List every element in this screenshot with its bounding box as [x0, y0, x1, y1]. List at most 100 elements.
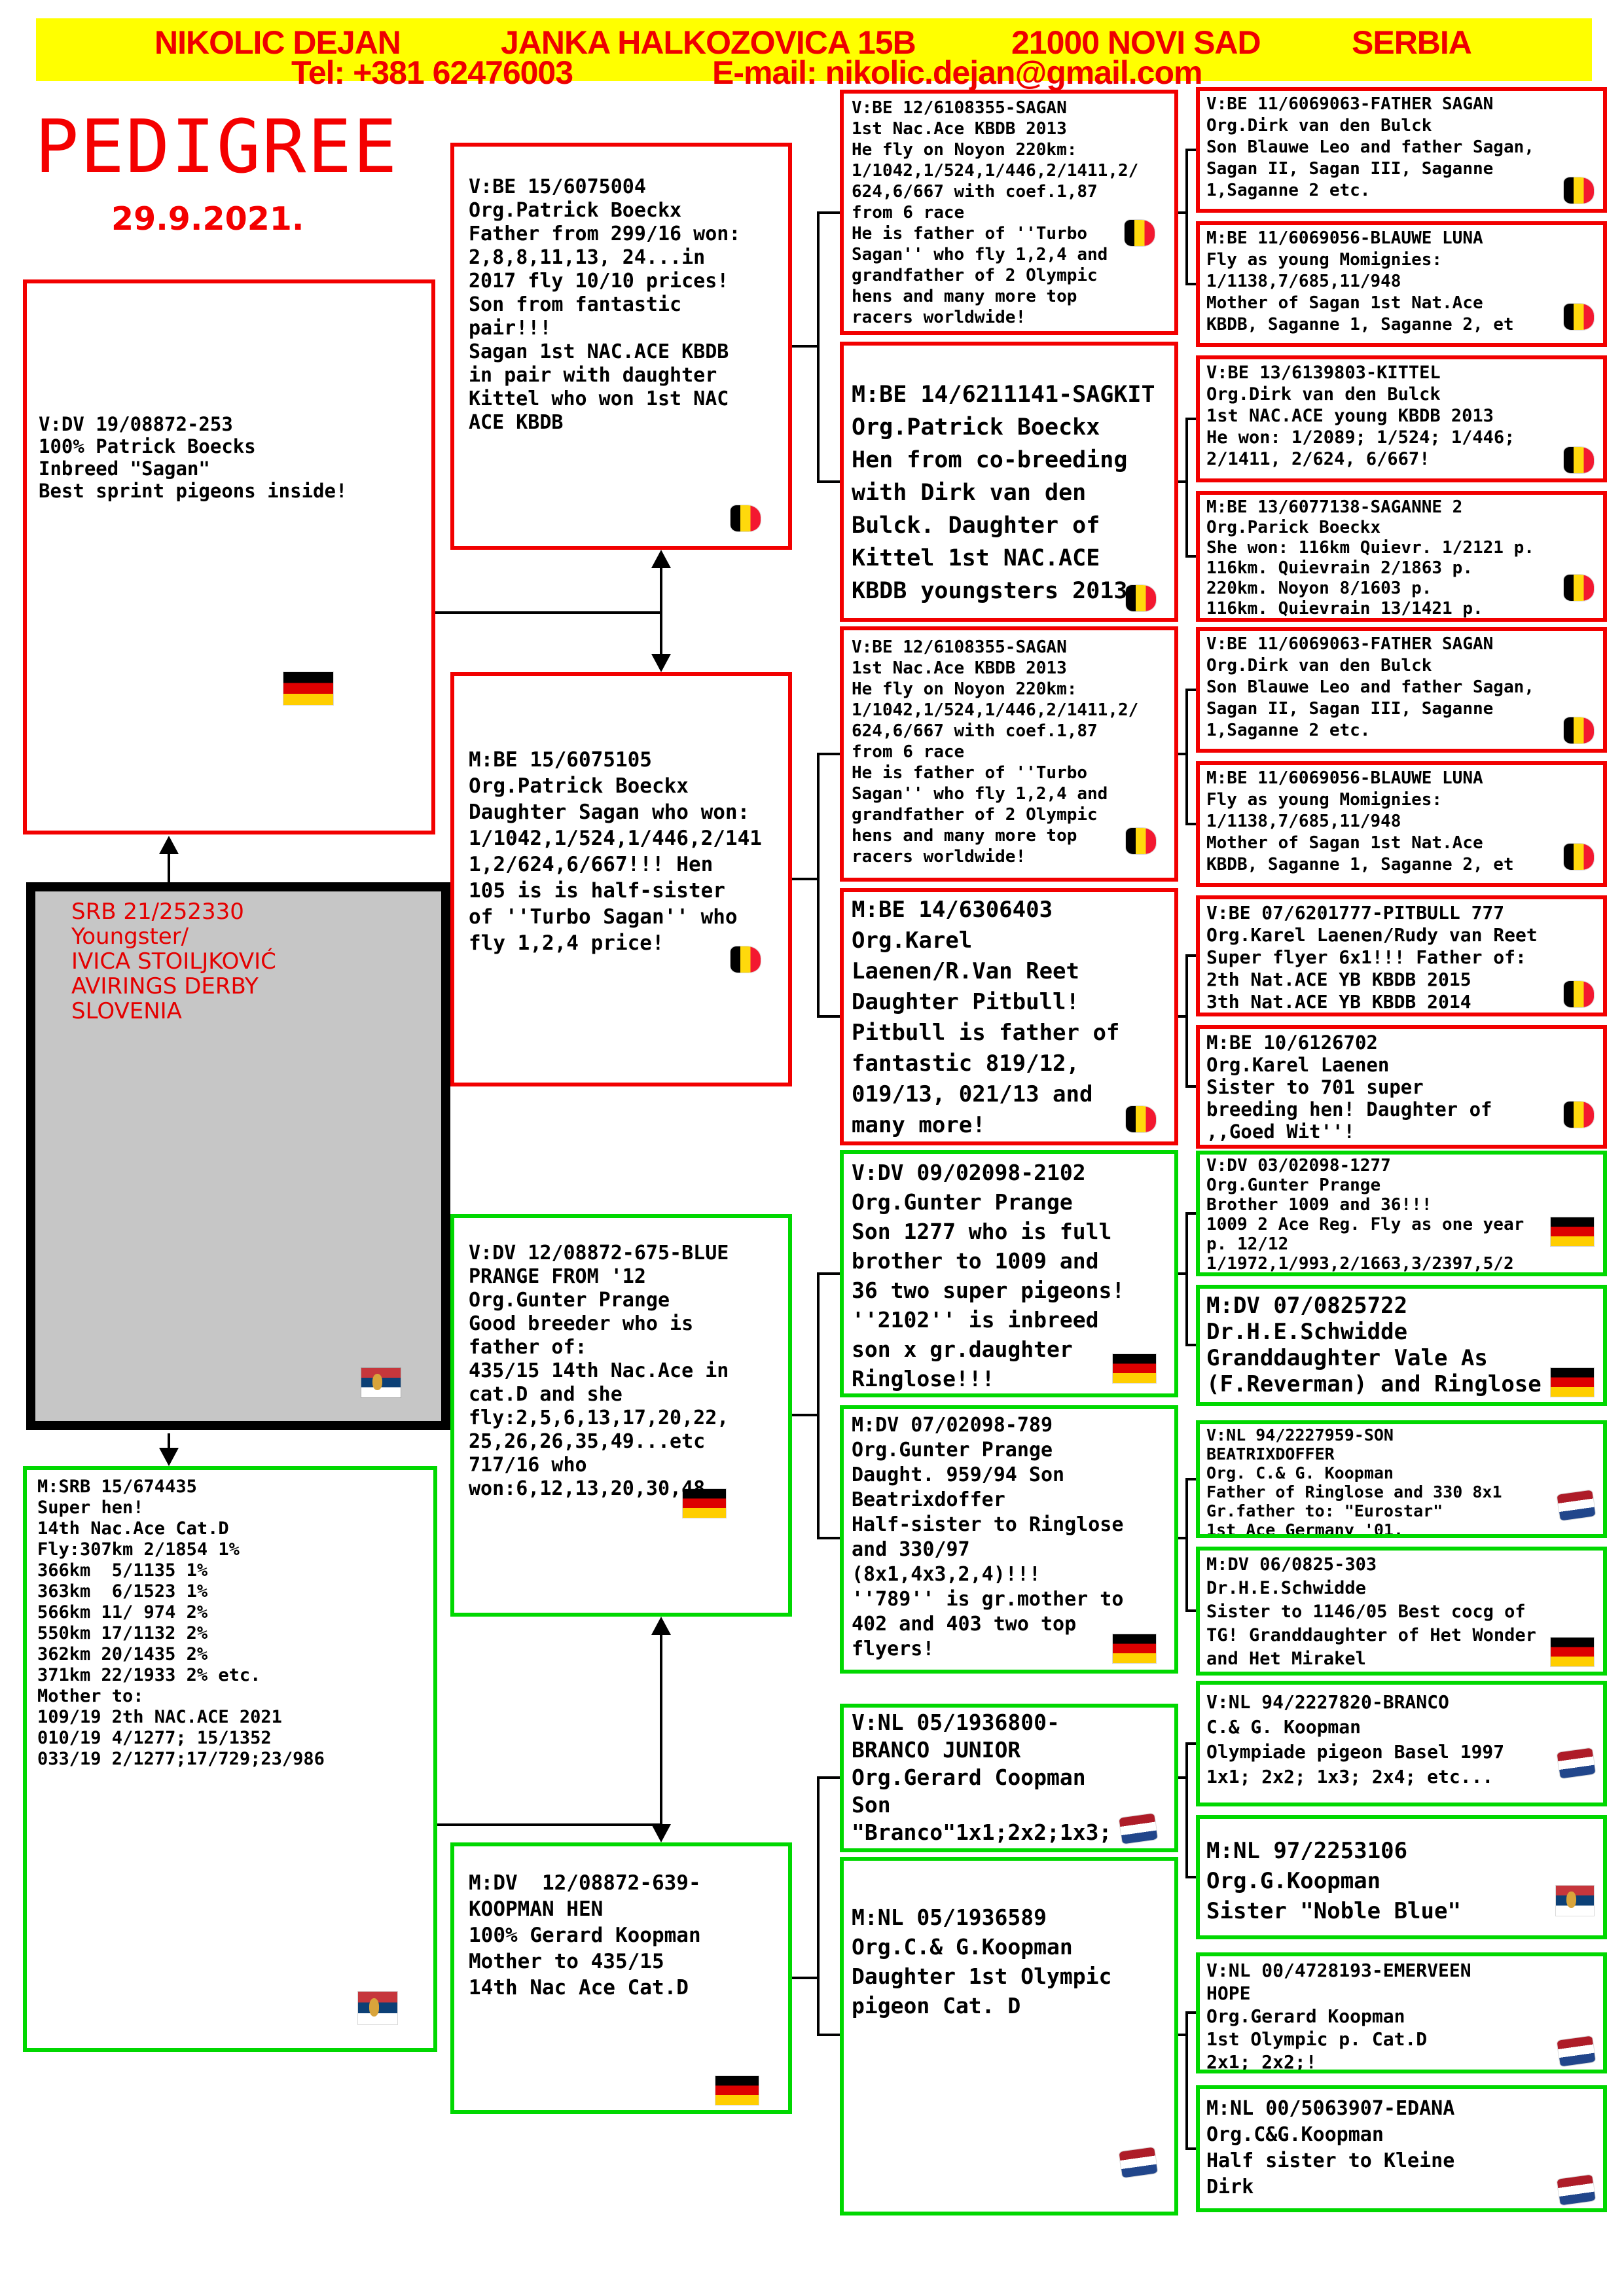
pedigree-text-line: V:DV 09/02098-2102	[852, 1160, 1086, 1185]
belgium-flag-icon	[1564, 717, 1594, 744]
pedigree-text-line: Daughter Pitbull!	[852, 989, 1079, 1015]
pedigree-text-line: 1,Saganne 2 etc.	[1206, 721, 1371, 740]
pedigree-text-line: 566km 11/ 974 2%	[37, 1602, 208, 1623]
pedigree-text-line: Org. C.& G. Koopman	[1206, 1463, 1394, 1482]
pedigree-text-line: Ringlose!!!	[852, 1366, 995, 1391]
connector-line	[1185, 149, 1196, 151]
belgium-flag-icon	[1564, 575, 1594, 601]
pedigree-text-line: and 330/97	[852, 1538, 970, 1561]
pedigree-text-line: Daughter Sagan who won:	[469, 800, 750, 824]
pedigree-text-line: grandfather of 2 Olympic	[852, 266, 1098, 285]
germany-flag-icon	[1113, 1634, 1156, 1663]
pedigree-text-line: 363km 6/1523 1%	[37, 1581, 208, 1602]
pedigree-text-line: 116km. Quievrain 2/1863 p.	[1206, 558, 1473, 578]
pedigree-text-line: V:NL 94/2227820-BRANCO	[1206, 1691, 1449, 1713]
pedigree-text-line: Kittel who won 1st NAC	[469, 387, 729, 410]
pedigree-text-line: Dirk	[1206, 2176, 1254, 2198]
connector-line	[1185, 1478, 1196, 1480]
pedigree-text-line: cat.D and she	[469, 1383, 623, 1406]
pedigree-text-line: Sister to 1146/05 Best cocg of	[1206, 1602, 1526, 1622]
connector-line	[817, 1272, 820, 1539]
pedigree-text-line: M:BE 13/6077138-SAGANNE 2	[1206, 497, 1463, 517]
pedigree-text-line: p. 12/12	[1206, 1234, 1289, 1254]
pedigree-text-line: Org.Gunter Prange	[852, 1439, 1053, 1462]
pedigree-text-line: Laenen/R.Van Reet	[852, 958, 1079, 984]
pedigree-text-line: M:BE 15/6075105	[469, 748, 652, 772]
pedigree-text-line: SRB 21/252330	[71, 899, 244, 925]
belgium-flag-icon	[1564, 844, 1594, 870]
pedigree-text-line: Daught. 959/94 Son	[852, 1463, 1065, 1486]
pedigree-text-line: Father of Ringlose and 330 8x1	[1206, 1482, 1502, 1501]
connector-line	[792, 878, 820, 880]
connector-line	[1185, 2011, 1188, 2150]
pedigree-text-line: 1/1138,7/685,11/948	[1206, 272, 1401, 291]
pedigree-text-line: BRANCO JUNIOR	[852, 1737, 1021, 1763]
owner-street: JANKA HALKOZOVICA 15B	[501, 24, 916, 61]
pedigree-text-line: Sagan II, Sagan III, Saganne	[1206, 699, 1494, 719]
pedigree-text-line: V:DV 19/08872-253	[39, 413, 233, 435]
connector-line	[1185, 954, 1188, 1088]
connector-line	[1185, 1478, 1188, 1612]
pedigree-text-line: 1st Ace Germany '01.	[1206, 1520, 1404, 1538]
connector-line	[437, 1823, 662, 1826]
connector-line	[1185, 418, 1196, 420]
pedigree-text-line: 402 and 403 two top	[852, 1613, 1077, 1636]
pedigree-text-line: pigeon Cat. D	[852, 1993, 1021, 2018]
pedigree-text-line: M:DV 06/0825-303	[1206, 1554, 1377, 1575]
pedigree-text-line: SLOVENIA	[71, 998, 182, 1024]
belgium-flag-icon	[1564, 304, 1594, 330]
belgium-flag-icon	[1564, 177, 1594, 204]
pedigree-text-line: KBDB, Saganne 1, Saganne 2, et	[1206, 315, 1514, 334]
pedigree-text-line: V:DV 03/02098-1277	[1206, 1156, 1391, 1175]
pedigree-text-line: brother to 1009 and	[852, 1248, 1099, 1274]
serbia-flag-icon	[1556, 1886, 1594, 1916]
connector-line	[1185, 555, 1196, 558]
connector-line	[817, 2034, 840, 2036]
pedigree-text-line: Org.C.& G.Koopman	[852, 1934, 1073, 1960]
pedigree-text-line: Olympiade pigeon Basel 1997	[1206, 1741, 1505, 1763]
pedigree-text-line: 2th Nat.ACE YB KBDB 2015	[1206, 969, 1471, 990]
connector-line	[1185, 823, 1196, 825]
connector-line	[1185, 1742, 1196, 1745]
germany-flag-icon	[683, 1489, 726, 1518]
pedigree-text-line: Org.Karel Laenen	[1206, 1054, 1390, 1076]
connector-line	[1185, 954, 1196, 957]
pedigree-text-line: 100% Gerard Koopman	[469, 1924, 701, 1947]
pedigree-text-line: 1,2/624,6/667!!! Hen	[469, 853, 713, 876]
pedigree-text-line: AVIRINGS DERBY	[71, 973, 259, 999]
pedigree-text-line: He is father of ''Turbo	[852, 224, 1088, 243]
pedigree-text-line: 1/1972,1/993,2/1663,3/2397,5/2	[1206, 1254, 1514, 1274]
pedigree-text-line: 2x1; 2x2;!	[1206, 2051, 1317, 2073]
pedigree-text-line: son x gr.daughter	[852, 1336, 1073, 1362]
pedigree-text-line: ACE KBDB	[469, 411, 564, 434]
connector-line	[1185, 1609, 1196, 1612]
pedigree-text-line: 116km. Quievrain 13/1421 p.	[1206, 599, 1483, 619]
serbia-flag-icon	[361, 1368, 401, 1397]
owner-phone: Tel: +381 62476003	[291, 54, 573, 91]
pedigree-text-line: "Branco"1x1;2x2;1x3;	[852, 1820, 1112, 1845]
serbia-flag-icon	[358, 1992, 397, 2024]
pedigree-text-line: Good breeder who is	[469, 1312, 694, 1335]
pedigree-text-line: breeding hen! Daughter of	[1206, 1098, 1492, 1121]
pedigree-text-line: 624,6/667 with coef.1,87	[852, 721, 1098, 741]
pedigree-text-line: Best sprint pigeons inside!	[39, 480, 348, 502]
pedigree-text-line: hens and many more top	[852, 826, 1077, 846]
pedigree-text-line: hens and many more top	[852, 287, 1077, 306]
pedigree-text-line: V:DV 12/08872-675-BLUE	[469, 1242, 729, 1265]
pedigree-text-line: Org.G.Koopman	[1206, 1868, 1381, 1894]
pedigree-text-line: M:NL 97/2253106	[1206, 1838, 1408, 1864]
pedigree-text-line: Hen from co-breeding	[852, 447, 1128, 473]
connector-line	[817, 1015, 840, 1018]
pedigree-text-line: 25,26,26,35,49...etc	[469, 1430, 706, 1453]
pedigree-text-line: He is father of ''Turbo	[852, 763, 1088, 783]
